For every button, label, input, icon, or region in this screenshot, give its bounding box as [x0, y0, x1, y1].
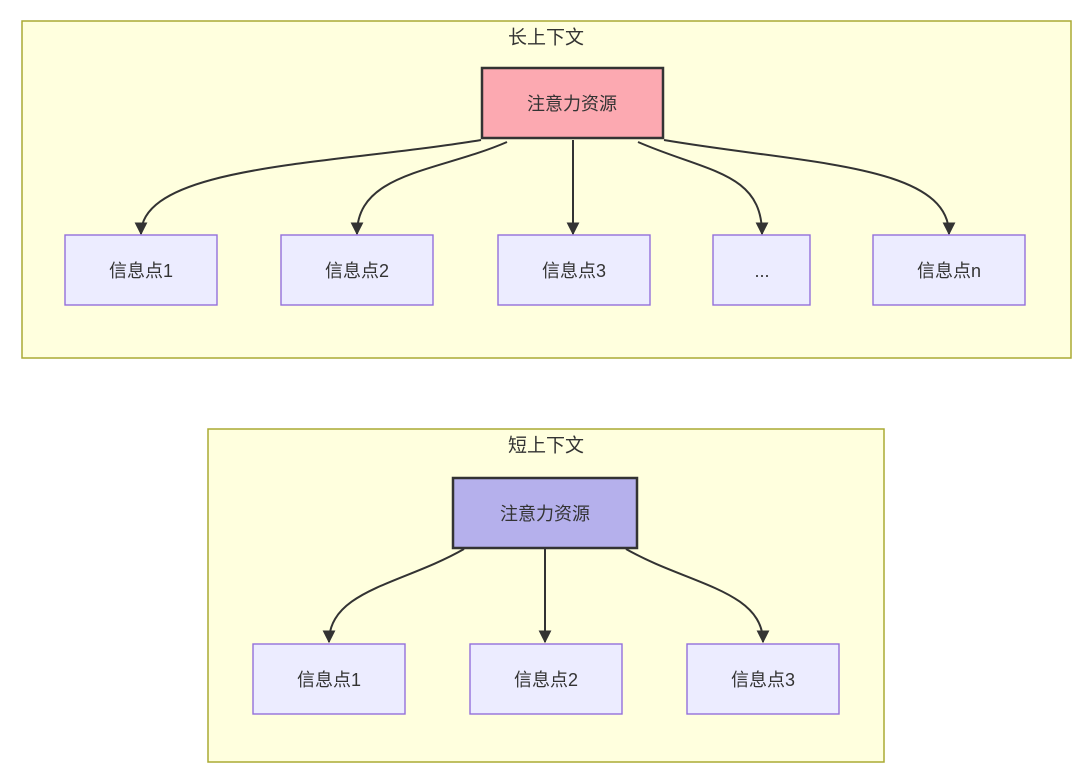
short-info-node-1: 信息点1 — [252, 643, 406, 715]
long-info-node-1: 信息点1 — [64, 234, 218, 306]
short-info-node-3-box — [686, 643, 840, 715]
edge-short-attention-to-info1 — [322, 548, 465, 644]
long-info-node-ellipsis-box — [712, 234, 811, 306]
short-info-node-2-label: 信息点2 — [514, 670, 578, 690]
short-attention-node-label: 注意力资源 — [500, 504, 590, 524]
long-info-node-2-box — [280, 234, 434, 306]
short-attention-node: 注意力资源 — [451, 476, 639, 550]
long-info-node-3-label: 信息点3 — [542, 261, 606, 281]
long-info-node-n-box — [872, 234, 1026, 306]
short-info-node-3: 信息点3 — [686, 643, 840, 715]
short-info-node-3-label: 信息点3 — [731, 670, 795, 690]
long-info-node-2: 信息点2 — [280, 234, 434, 306]
long-info-node-ellipsis: ... — [712, 234, 811, 306]
long-info-node-1-label: 信息点1 — [109, 261, 173, 281]
short-context-title: 短上下文 — [508, 435, 584, 457]
long-info-node-3-box — [497, 234, 651, 306]
long-context-edges — [134, 139, 956, 236]
edge-long-attention-to-info1 — [134, 139, 482, 236]
long-info-node-ellipsis-label: ... — [754, 261, 769, 281]
short-info-node-1-label: 信息点1 — [297, 670, 361, 690]
long-info-node-3: 信息点3 — [497, 234, 651, 306]
long-attention-node-box — [480, 66, 665, 140]
edge-long-attention-to-ellipsis — [637, 141, 769, 236]
short-info-node-1-box — [252, 643, 406, 715]
edge-long-attention-to-info-n — [663, 139, 956, 236]
edge-long-attention-to-info2 — [350, 141, 508, 236]
long-info-node-1-box — [64, 234, 218, 306]
long-attention-node: 注意力资源 — [480, 66, 665, 140]
short-info-node-2: 信息点2 — [469, 643, 623, 715]
long-info-node-2-label: 信息点2 — [325, 261, 389, 281]
edge-short-attention-to-info3 — [625, 548, 770, 644]
short-context-cluster: 短上下文 注意力资源 信息点1 信息点2 — [207, 428, 885, 763]
long-info-node-n: 信息点n — [872, 234, 1026, 306]
long-context-title: 长上下文 — [508, 27, 584, 49]
short-context-edges — [322, 548, 770, 644]
long-context-cluster: 长上下文 注意力资源 信息点1 信息点2 — [21, 20, 1072, 359]
short-attention-node-box — [451, 476, 639, 550]
long-attention-node-label: 注意力资源 — [527, 94, 617, 114]
long-info-node-n-label: 信息点n — [917, 261, 981, 281]
short-info-node-2-box — [469, 643, 623, 715]
